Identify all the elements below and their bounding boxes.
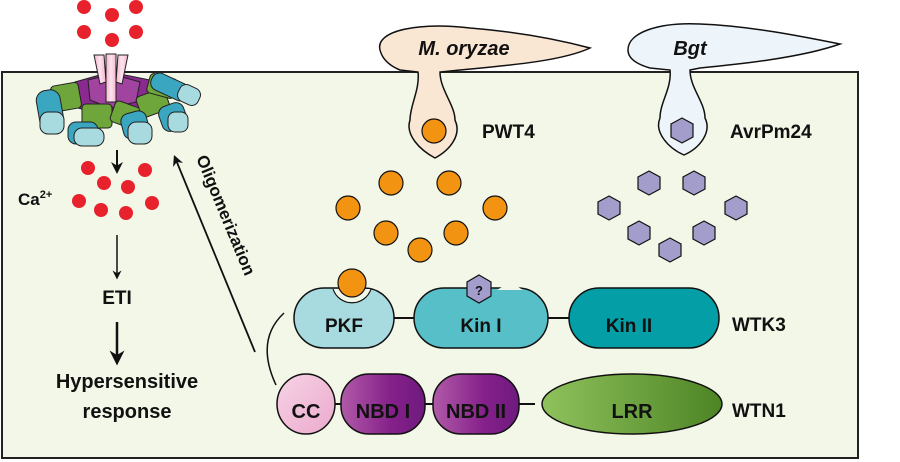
resistosome-channel [35, 53, 201, 147]
pkf-label: PKF [325, 316, 363, 337]
avrpm24-effector [627, 220, 651, 246]
pwt4-effector [378, 170, 404, 196]
hr-label-line2: response [83, 401, 172, 423]
pwt4-effector [482, 195, 508, 221]
moryzae-label: M. oryzae [418, 38, 509, 60]
avrpm24-effector [682, 170, 706, 196]
avrpm24-effector [724, 195, 748, 221]
avrpm24-label: AvrPm24 [730, 122, 812, 143]
lrr-label: LRR [611, 401, 653, 423]
avrpm24-effector [597, 195, 621, 221]
avrpm24-effector [658, 237, 682, 263]
pwt4-bound [337, 268, 367, 298]
avrpm24-effector [637, 170, 661, 196]
bgt-pathogen: Bgt [627, 23, 843, 156]
pwt4-effector [335, 195, 361, 221]
kin2-domain [568, 287, 720, 349]
pwt4-effectors [335, 170, 508, 263]
kin2-label: Kin II [606, 316, 652, 337]
eti-label: ETI [102, 288, 132, 309]
calcium-label: Ca2+ [18, 189, 52, 209]
wtn1-protein: CC NBD I NBD II LRR [276, 373, 723, 435]
wtn1-label: WTN1 [732, 401, 786, 422]
cc-domain [276, 373, 336, 435]
complex-bracket [266, 312, 285, 386]
lrr-domain [541, 373, 723, 435]
pwt4-effector [407, 237, 433, 263]
cytosolic-calcium [72, 161, 159, 220]
unknown-binding-mark: ? [475, 283, 483, 298]
avrpm24-putative-binding [466, 274, 492, 304]
nbd1-label: NBD I [356, 401, 410, 423]
pwt4-effector [443, 220, 469, 246]
nbd1-domain [340, 373, 426, 435]
moryzae-pathogen: M. oryzae [379, 25, 593, 159]
pwt4-effector [436, 170, 462, 196]
extracellular-calcium [77, 0, 143, 47]
pwt4-label: PWT4 [482, 122, 535, 143]
wtk3-label: WTK3 [732, 315, 786, 336]
kin1-label: Kin I [460, 316, 501, 337]
avrpm24-in-haustorium [670, 117, 694, 144]
nbd2-domain [432, 373, 520, 435]
wtk3-protein: ? PKF Kin I Kin II [293, 268, 720, 349]
nbd2-label: NBD II [446, 401, 506, 423]
pwt4-effector [373, 220, 399, 246]
oligomerization-arrow [173, 155, 256, 353]
cc-label: CC [292, 401, 321, 423]
pwt4-in-haustorium [421, 118, 447, 144]
avrpm24-effector [692, 220, 716, 246]
avrpm24-effectors [597, 170, 748, 263]
bgt-label: Bgt [673, 38, 708, 60]
hr-label-line1: Hypersensitive [56, 371, 198, 393]
